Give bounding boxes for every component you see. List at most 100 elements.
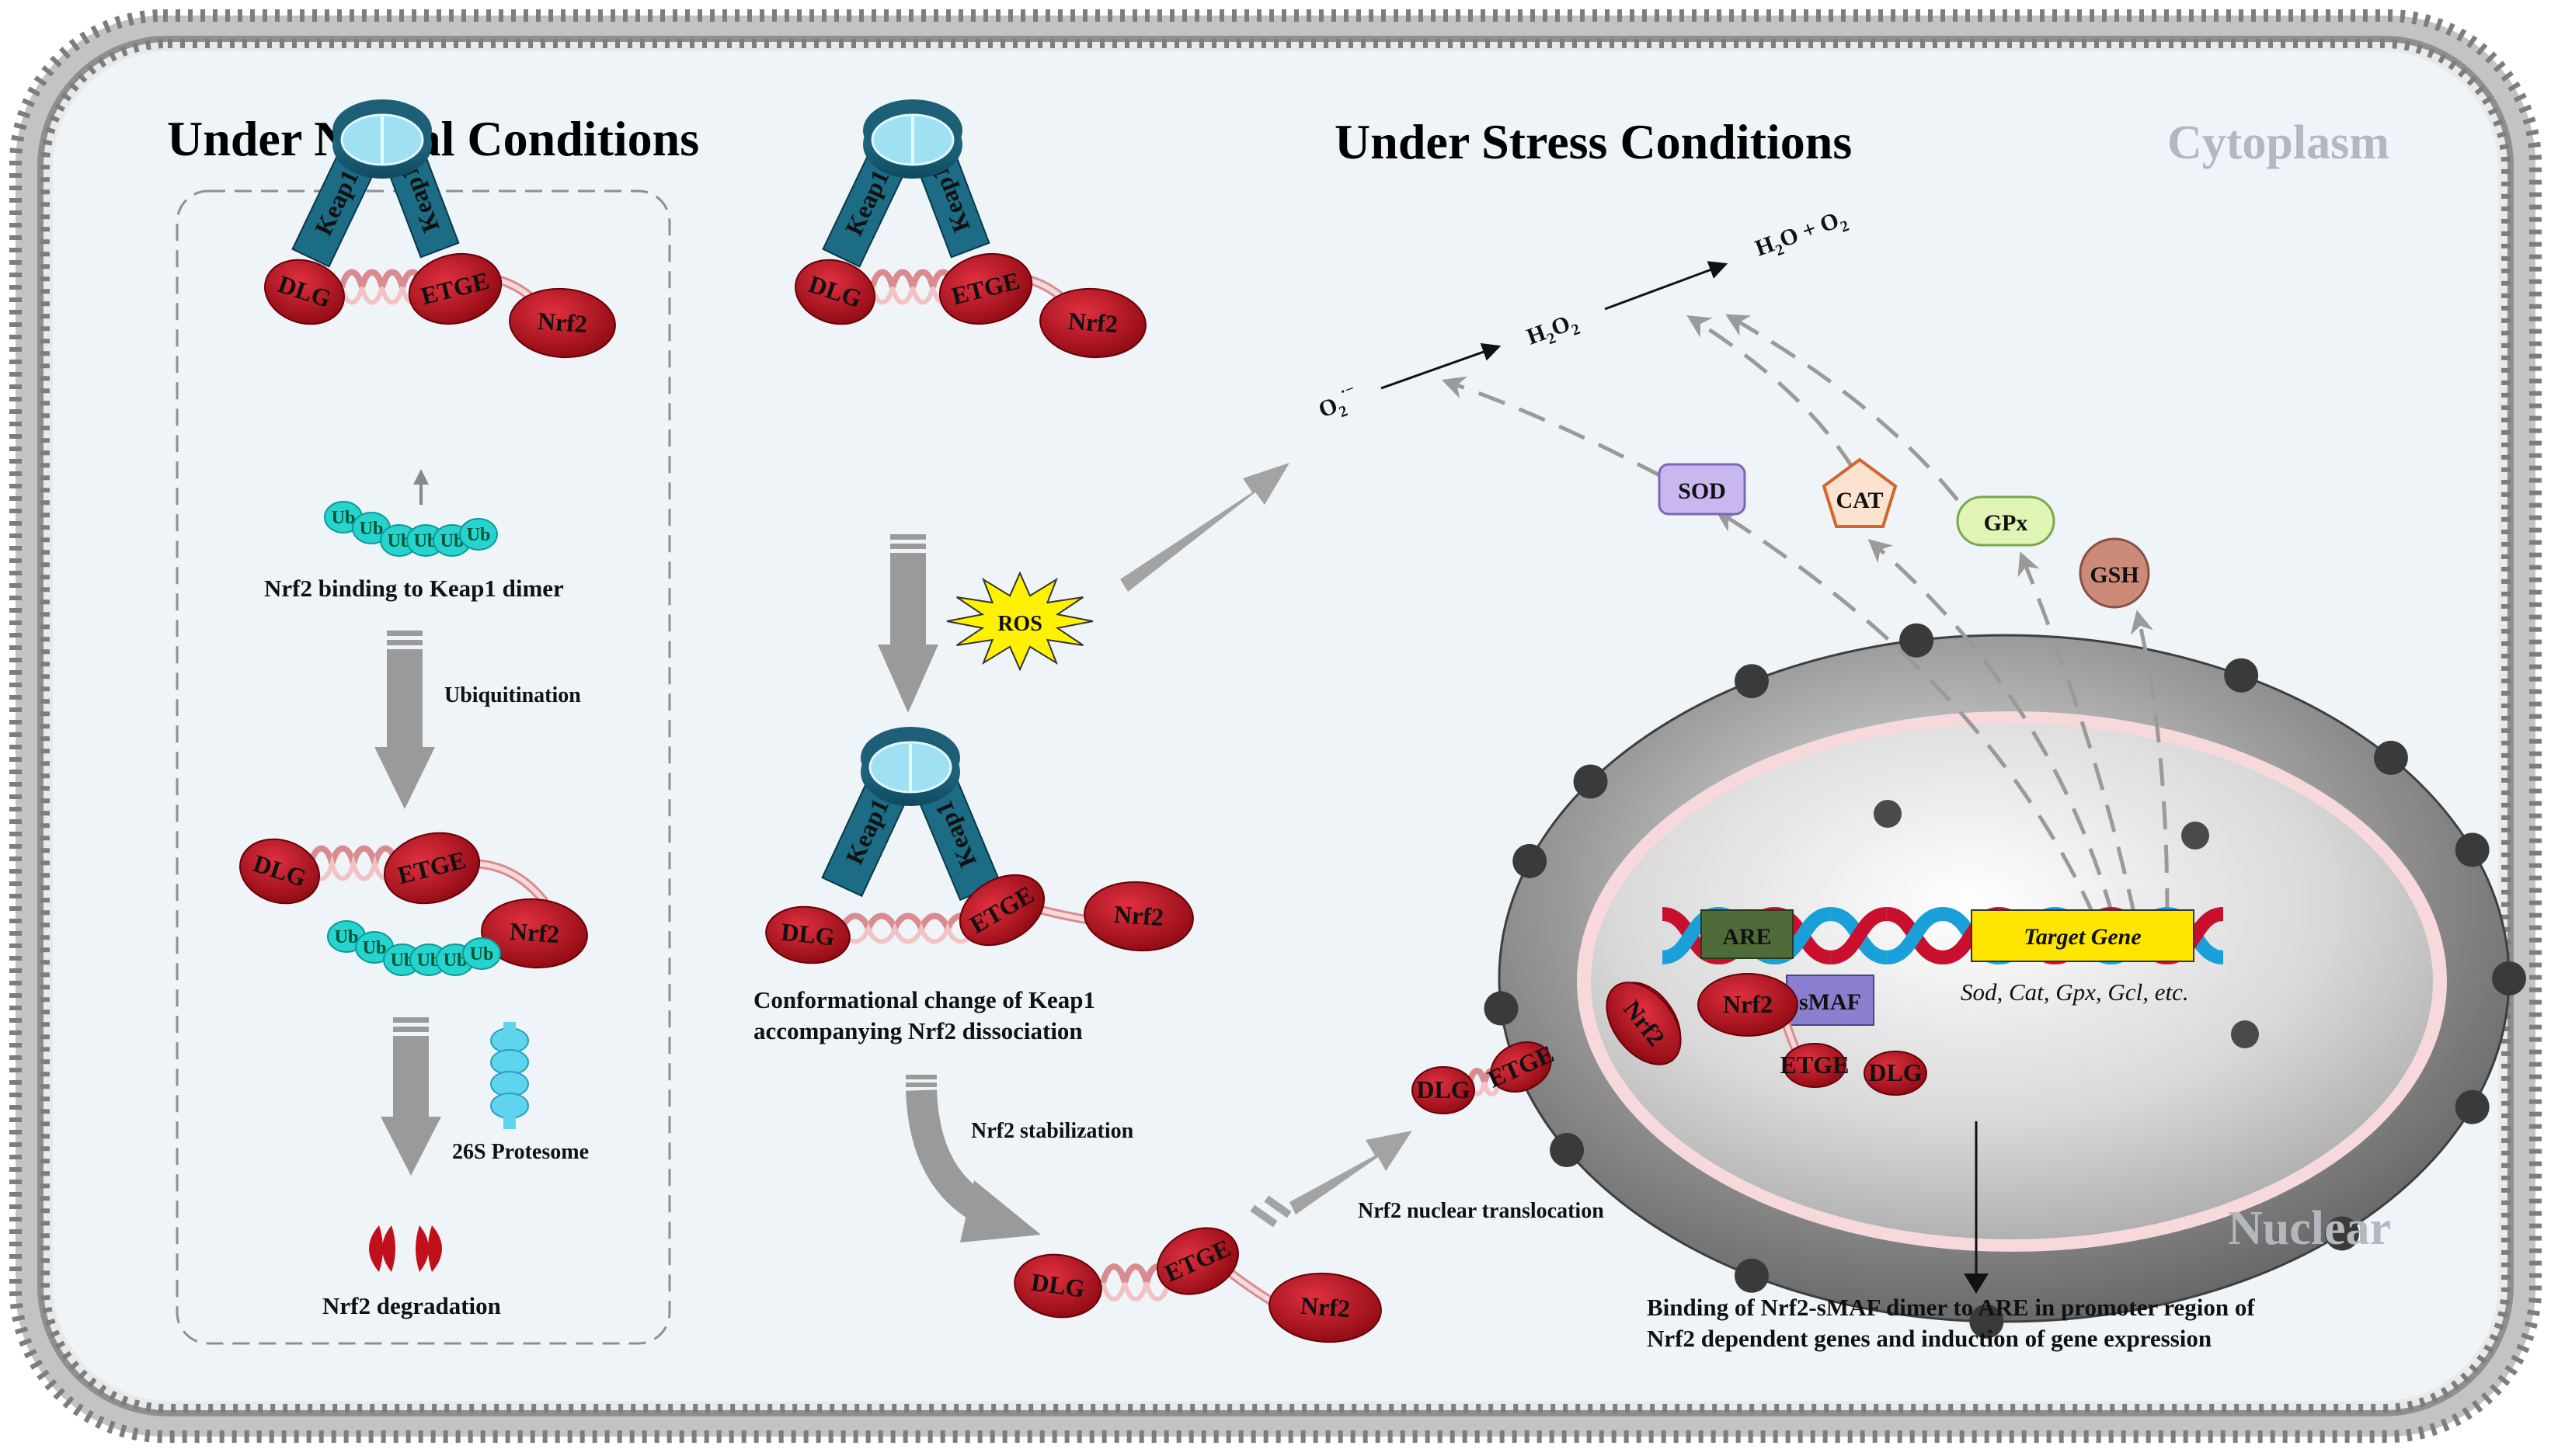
dlg-motif-label: DLG bbox=[780, 917, 837, 950]
nuclear-pore bbox=[1550, 1133, 1585, 1167]
nuclear-pore bbox=[2492, 961, 2526, 996]
nuclear-pore bbox=[1512, 843, 1547, 878]
nuclear-pore bbox=[1735, 1258, 1769, 1293]
etge-motif: ETGE bbox=[938, 252, 1033, 325]
etge-motif: ETGE bbox=[383, 832, 481, 905]
nrf2-neh2-linker bbox=[839, 912, 977, 944]
expression-arrowhead bbox=[1964, 1274, 1989, 1294]
label-stabilization: Nrf2 stabilization bbox=[971, 1119, 1134, 1143]
nrf2-protein: Nrf2 bbox=[1606, 982, 1682, 1065]
nrf2-protein: Nrf2 bbox=[1084, 881, 1194, 952]
label-ros: ROS bbox=[997, 612, 1042, 636]
ros-to-superoxide-arrow bbox=[1120, 463, 1289, 592]
title-normal: Under Nomal Conditions bbox=[167, 111, 699, 166]
nuclear-pore bbox=[2373, 740, 2408, 775]
nuclear-pore bbox=[2181, 822, 2209, 850]
dlg-motif: DLG bbox=[264, 259, 345, 325]
dlg-motif: DLG bbox=[1864, 1051, 1927, 1096]
title-stress: Under Stress Conditions bbox=[1335, 114, 1852, 169]
etge-motif: ETGE bbox=[1157, 1227, 1239, 1295]
nrf2-neh2-linker bbox=[869, 269, 956, 305]
gene-expression-arrows bbox=[1441, 314, 2170, 918]
nrf2-stabilized: DLG ETGE Nrf2 bbox=[1014, 1227, 1382, 1343]
svg-text:Ub: Ub bbox=[363, 938, 387, 958]
svg-text:Ub: Ub bbox=[470, 944, 494, 964]
nuclear-pore bbox=[2224, 658, 2259, 693]
dlg-motif: DLG bbox=[765, 905, 851, 964]
label-target-genes: Sod, Cat, Gpx, Gcl, etc. bbox=[1961, 978, 2189, 1006]
ros-burst-icon: ROS bbox=[946, 571, 1094, 672]
nrf2-protein: Nrf2 bbox=[481, 898, 588, 969]
etge-motif: ETGE bbox=[1780, 1043, 1849, 1088]
caption-binding-are-1: Binding of Nrf2-sMAF dimer to ARE in pro… bbox=[1647, 1294, 2255, 1321]
nrf2-neh2-linker bbox=[308, 845, 399, 881]
etge-motif: ETGE bbox=[408, 252, 503, 325]
nuclear-pore bbox=[2455, 832, 2490, 867]
caption-conformational-2: accompanying Nrf2 dissociation bbox=[753, 1017, 1083, 1044]
ubiquitin-icon bbox=[459, 518, 498, 551]
keap1-dimer-cap bbox=[332, 99, 432, 179]
nrf2-protein-label: Nrf2 bbox=[1723, 990, 1773, 1018]
translocation-arrow bbox=[1250, 1131, 1412, 1228]
svg-text:GPx: GPx bbox=[1984, 510, 2028, 536]
nrf2-protein: Nrf2 bbox=[509, 287, 616, 359]
degradation-arrow bbox=[381, 1017, 441, 1176]
label-cytoplasm: Cytoplasm bbox=[2167, 116, 2389, 169]
keap1-dimer-cap bbox=[861, 727, 960, 806]
enzyme-cat: CAT bbox=[1822, 457, 1898, 528]
svg-text:Ub: Ub bbox=[332, 508, 356, 528]
dlg-motif-label: DLG bbox=[1868, 1058, 1922, 1086]
caption-degradation: Nrf2 degradation bbox=[322, 1292, 501, 1319]
caption-binding-are-2: Nrf2 dependent genes and induction of ge… bbox=[1647, 1325, 2212, 1352]
dlg-motif-label: DLG bbox=[1416, 1075, 1470, 1103]
dlg-motif: DLG bbox=[795, 259, 875, 325]
svg-text:GSH: GSH bbox=[2090, 562, 2139, 588]
label-ubiquitination: Ubiquitination bbox=[444, 683, 581, 707]
nuclear-pore bbox=[1735, 664, 1769, 699]
label-proteasome: 26S Protesome bbox=[452, 1140, 589, 1164]
proteasome-26s-icon bbox=[490, 1022, 529, 1129]
svg-text:Ub: Ub bbox=[467, 525, 491, 545]
ros-induction-arrow bbox=[878, 534, 938, 713]
dlg-motif: DLG bbox=[1014, 1253, 1102, 1319]
label-translocation: Nrf2 nuclear translocation bbox=[1358, 1199, 1604, 1223]
caption-binding: Nrf2 binding to Keap1 dimer bbox=[264, 575, 564, 602]
arrow-peroxide-to-products bbox=[1604, 261, 1728, 311]
nuclear-pore bbox=[1969, 1304, 2004, 1339]
nuclear-pore bbox=[1874, 800, 1902, 828]
nrf2-protein-label: Nrf2 bbox=[1113, 900, 1164, 931]
nuclear-pore bbox=[2324, 1216, 2359, 1251]
nrf2-protein: Nrf2 bbox=[1039, 287, 1147, 359]
enzyme-gsh: GSH bbox=[2079, 537, 2150, 609]
nrf2-protein-label: Nrf2 bbox=[1067, 307, 1119, 338]
dlg-motif: DLG bbox=[239, 838, 320, 905]
svg-text:Target Gene: Target Gene bbox=[2024, 924, 2141, 950]
smaf-protein: sMAF bbox=[1786, 975, 1874, 1026]
nrf2-protein-label: Nrf2 bbox=[537, 307, 588, 338]
caption-conformational-1: Conformational change of Keap1 bbox=[753, 986, 1095, 1013]
target-gene-box: Target Gene bbox=[1971, 909, 2194, 962]
nuclear-pores bbox=[1484, 623, 2526, 1339]
arrow-superoxide-to-peroxide bbox=[1380, 342, 1502, 390]
nuclear-pore bbox=[1484, 991, 1519, 1026]
svg-text:Ub: Ub bbox=[335, 927, 359, 947]
svg-text:ARE: ARE bbox=[1722, 924, 1771, 950]
nrf2-protein-label: Nrf2 bbox=[509, 917, 560, 948]
svg-text:SOD: SOD bbox=[1678, 478, 1726, 504]
svg-text:Ub: Ub bbox=[360, 519, 384, 539]
dlg-motif: DLG bbox=[1411, 1066, 1475, 1114]
nrf2-protein: Nrf2 bbox=[1269, 1272, 1382, 1343]
nuclear-pore bbox=[2231, 1020, 2259, 1048]
nrf2-neh2-linker bbox=[339, 269, 426, 305]
nuclear-pore bbox=[1899, 623, 1934, 658]
svg-text:CAT: CAT bbox=[1836, 488, 1883, 513]
label-nuclear: Nuclear bbox=[2228, 1202, 2391, 1255]
keap1-dimer-cap bbox=[863, 99, 962, 179]
ubiquitin-icon bbox=[462, 937, 501, 970]
